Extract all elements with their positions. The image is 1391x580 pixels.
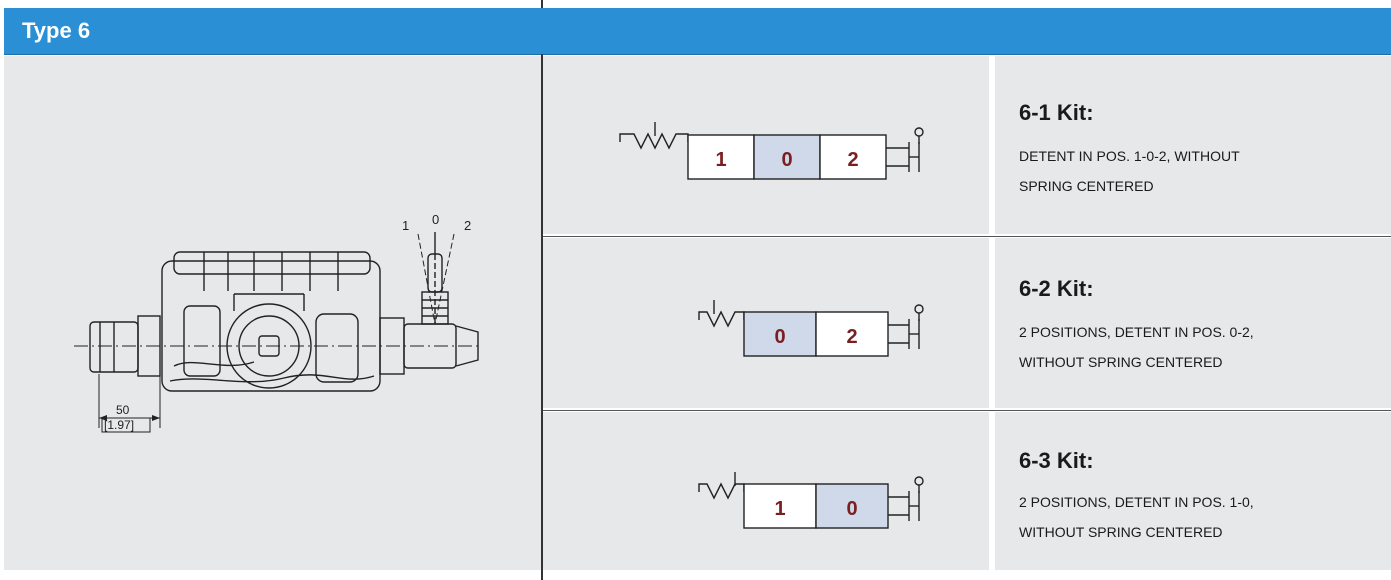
kit-symbol-area: 0 2 — [543, 238, 989, 408]
symbol-cell-label: 2 — [847, 149, 858, 171]
section-header: Type 6 — [4, 8, 1391, 55]
kit-symbol-area: 1 0 — [543, 412, 989, 570]
lever-position-0: 0 — [432, 212, 439, 227]
valve-drawing-panel: 1 0 2 50 [1.97] — [4, 56, 541, 570]
valve-symbol-6-1: 1 0 2 — [619, 122, 924, 180]
top-divider — [541, 0, 543, 8]
symbol-cell-label: 1 — [774, 498, 785, 520]
kit-description-line: DETENT IN POS. 1-0-2, WITHOUT — [1019, 148, 1240, 164]
dimension-value: 50 — [116, 403, 130, 417]
kit-symbol-area: 1 0 2 — [543, 56, 989, 234]
lever-position-1: 1 — [402, 218, 409, 233]
row-divider — [543, 236, 1391, 237]
kit-description-line: SPRING CENTERED — [1019, 178, 1154, 194]
kit-description-line: WITHOUT SPRING CENTERED — [1019, 524, 1223, 540]
kit-title: 6-1 Kit: — [1019, 100, 1094, 125]
kit-text-area — [995, 238, 1391, 408]
kit-row: 1 0 2 6-1 Kit: DETENT IN POS. 1-0-2, WIT… — [543, 56, 1391, 234]
symbol-cell-label: 1 — [715, 149, 726, 171]
kit-row: 0 2 6-2 Kit: 2 POSITIONS, DETENT IN POS.… — [543, 238, 1391, 408]
symbol-cell-label: 0 — [781, 149, 792, 171]
section-title: Type 6 — [22, 18, 91, 43]
valve-drawing: 1 0 2 50 [1.97] — [74, 212, 482, 433]
row-divider — [543, 410, 1391, 411]
column-divider — [541, 54, 543, 580]
lever-position-2: 2 — [464, 218, 471, 233]
valve-symbol-6-2: 0 2 — [698, 300, 924, 357]
symbol-cell-label: 0 — [846, 498, 857, 520]
kit-title: 6-3 Kit: — [1019, 448, 1094, 473]
kit-description-line: 2 POSITIONS, DETENT IN POS. 0-2, — [1019, 324, 1254, 340]
kit-description-line: WITHOUT SPRING CENTERED — [1019, 354, 1223, 370]
symbol-cell-label: 0 — [774, 326, 785, 348]
symbol-cell-label: 2 — [846, 326, 857, 348]
kit-row: 1 0 6-3 Kit: 2 POSITIONS, DETENT IN POS.… — [543, 412, 1391, 570]
dimension-inch: [1.97] — [104, 418, 134, 432]
kit-description-line: 2 POSITIONS, DETENT IN POS. 1-0, — [1019, 494, 1254, 510]
valve-symbol-6-3: 1 0 — [698, 472, 924, 529]
kit-text-area — [995, 56, 1391, 234]
kit-text-area — [995, 412, 1391, 570]
kit-title: 6-2 Kit: — [1019, 276, 1094, 301]
kit-list: 1 0 2 6-1 Kit: DETENT IN POS. 1-0-2, WIT… — [543, 56, 1391, 570]
